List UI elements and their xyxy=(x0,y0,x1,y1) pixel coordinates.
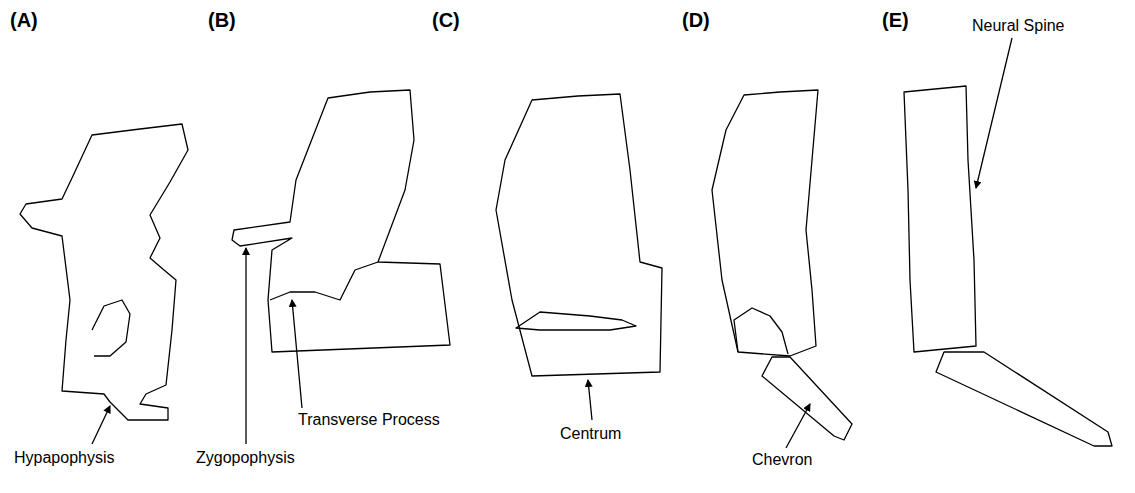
leader-line xyxy=(245,248,246,444)
centrum-line xyxy=(734,308,788,354)
panel-letter: (E) xyxy=(882,8,909,32)
leader-line xyxy=(976,38,1012,188)
vertebra-outline xyxy=(904,86,976,352)
part-name: Neural Spine xyxy=(972,16,1065,35)
centrum-line xyxy=(516,312,636,330)
leader-line xyxy=(588,380,592,420)
chevron-bone xyxy=(936,352,1112,446)
leader-line xyxy=(786,404,810,448)
panel-letter: (B) xyxy=(208,8,236,32)
part-name: Centrum xyxy=(560,424,621,443)
leader-line xyxy=(292,300,302,408)
part-name: Hypapophysis xyxy=(14,448,115,467)
panel-letter: (C) xyxy=(432,8,460,32)
transverse-process xyxy=(92,300,130,356)
panel-letter: (D) xyxy=(682,8,710,32)
vertebra-outline xyxy=(232,90,450,352)
part-name: Chevron xyxy=(752,450,812,469)
transverse-process xyxy=(270,262,378,300)
vertebra-outline xyxy=(20,124,188,420)
part-name: Transverse Process xyxy=(298,410,440,429)
part-name: Zygopophysis xyxy=(196,448,295,467)
panel-letter: (A) xyxy=(10,8,38,32)
chevron-bone xyxy=(762,357,852,440)
leader-line xyxy=(92,406,110,444)
vertebra-outline xyxy=(496,94,662,376)
vertebra-outline xyxy=(712,90,818,356)
